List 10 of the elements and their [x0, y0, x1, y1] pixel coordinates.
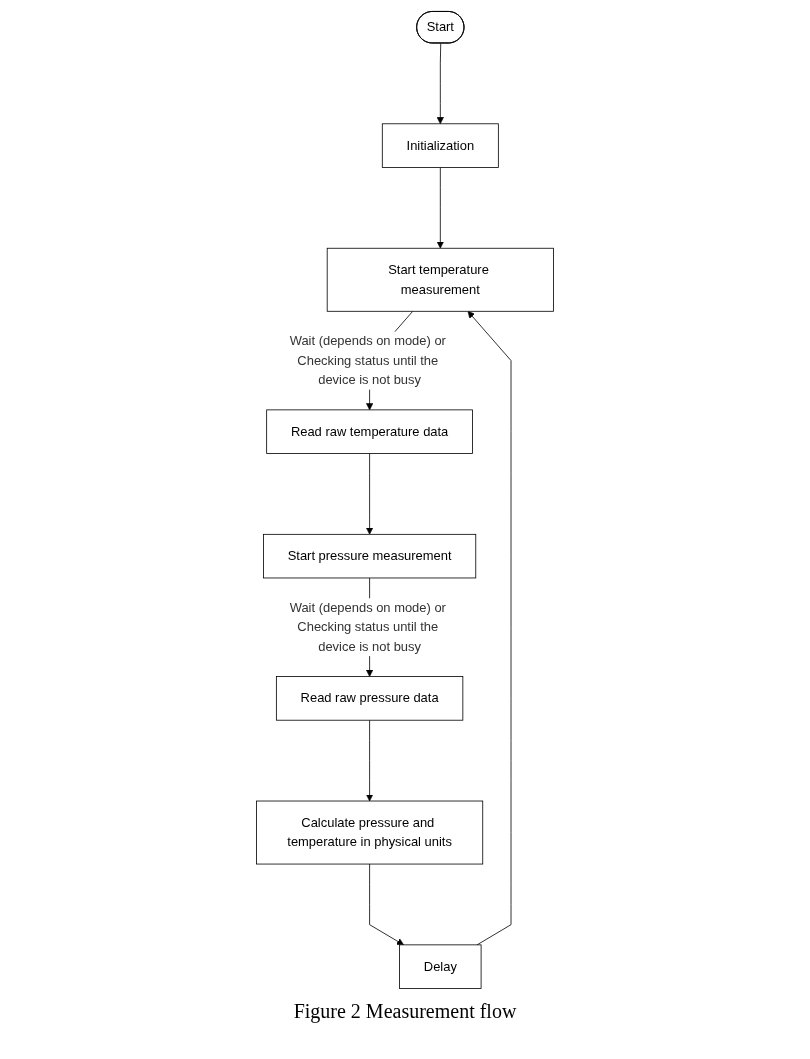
node-box: Read raw temperature data: [266, 409, 473, 454]
node-box: Start temperature measurement: [326, 247, 554, 312]
node-box: Calculate pressure and temperature in physical units: [256, 800, 484, 865]
figure-caption: Figure 2 Measurement flow: [292, 1000, 518, 1023]
node-box: Delay: [399, 944, 482, 989]
node-box: Initialization: [381, 123, 499, 168]
node-box: Start pressure measurement: [263, 533, 477, 579]
edge-label: Wait (depends on mode) or Checking status until the device is not busy: [289, 600, 446, 654]
edge-label: Wait (depends on mode) or Checking status until the device is not busy: [289, 333, 446, 387]
node-box: Read raw pressure data: [276, 676, 464, 721]
